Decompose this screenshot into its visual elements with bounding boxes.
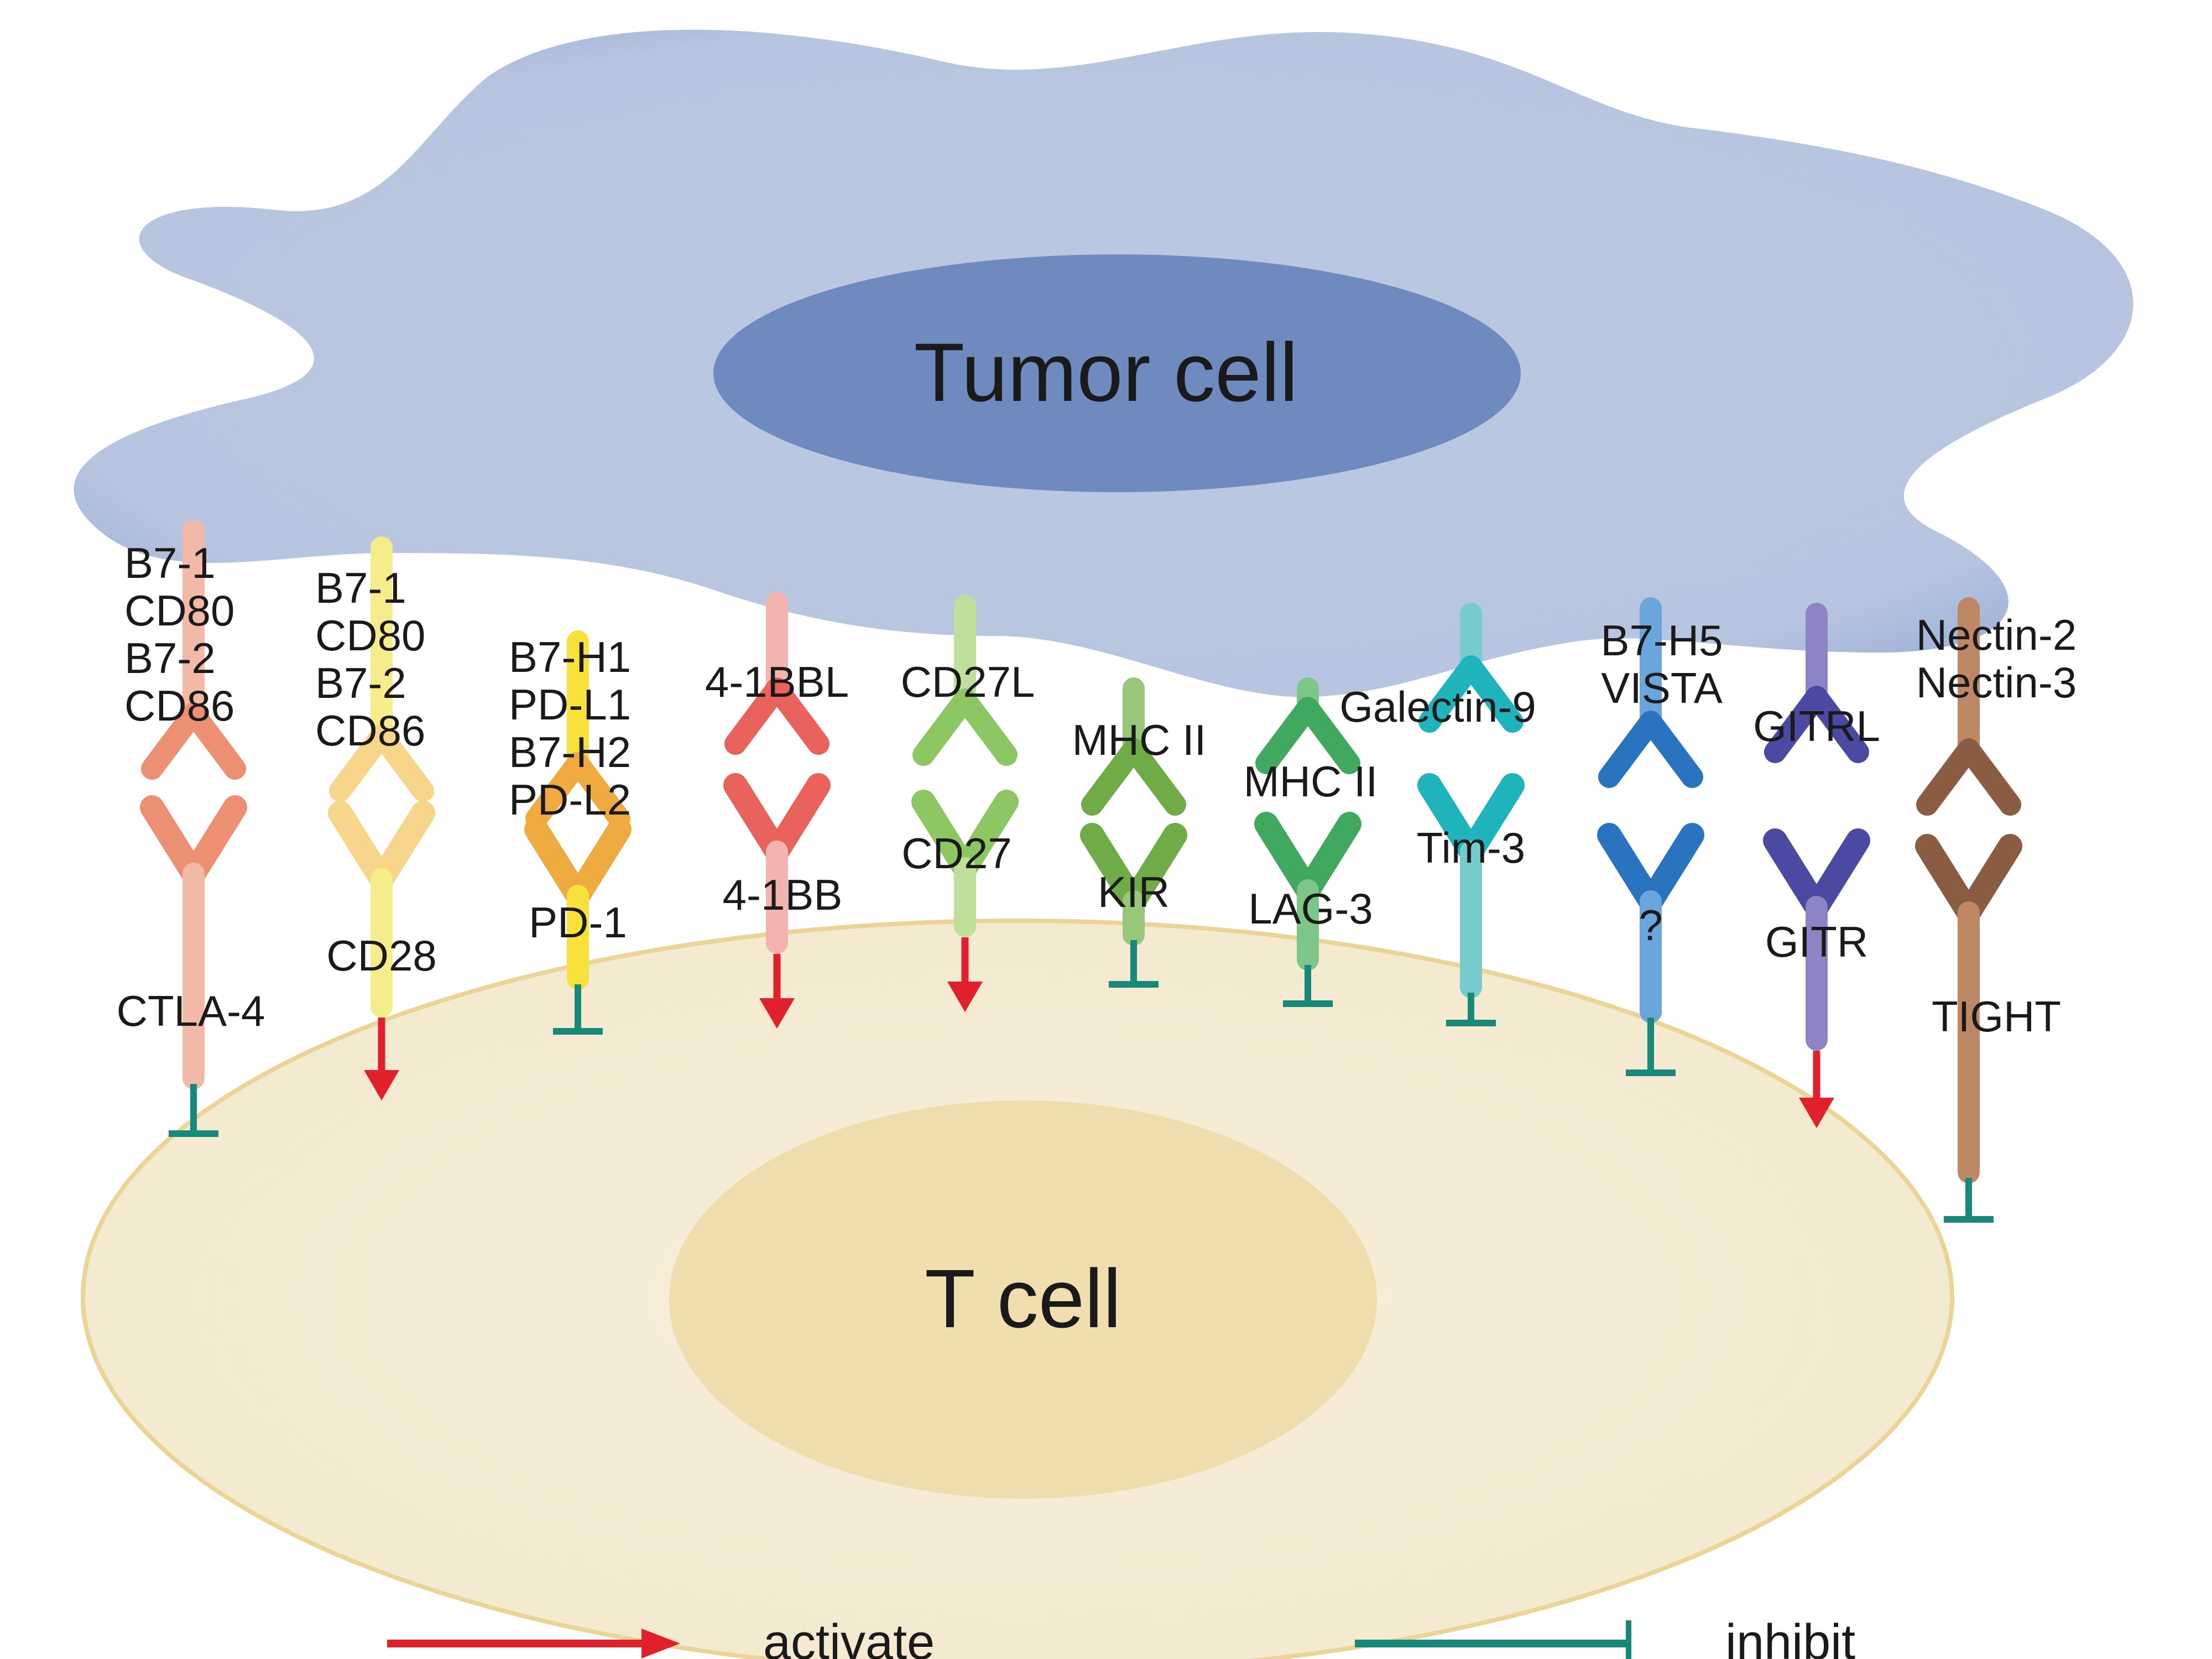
pair-cd27: CD27L CD27 — [901, 594, 1035, 1012]
receptor-label: CD27 — [901, 829, 1011, 878]
receptor-cd28 — [328, 801, 435, 1018]
legend: activate inhibit — [387, 1615, 1855, 1659]
ligand-receptor-pairs: B7-1CD80B7-2CD86CTLA-4B7-1CD80B7-2CD86CD… — [117, 520, 2077, 1223]
pair-lag3: MHC II LAG-3 — [1244, 677, 1378, 1007]
receptor-label: LAG-3 — [1248, 884, 1373, 933]
receptor-tigit — [1915, 834, 2022, 1183]
ligand-41bb — [724, 592, 830, 755]
activate-arrowhead-icon — [759, 998, 795, 1029]
pair-kir: MHC II KIR — [1072, 677, 1207, 988]
ligand-label: B7-1 — [124, 539, 216, 587]
ligand-label: Nectin-3 — [1916, 658, 2077, 707]
ligand-label: MHC II — [1244, 757, 1378, 806]
receptor-label: PD-1 — [529, 898, 627, 947]
receptor-vista — [1597, 823, 1704, 1023]
ligand-tigit — [1916, 597, 2021, 816]
ligand-label: B7-H5 — [1600, 616, 1723, 665]
ligand-label: CD86 — [124, 681, 234, 730]
t-cell-label: T cell — [925, 1252, 1121, 1345]
receptor-label: Tim-3 — [1417, 823, 1525, 872]
receptor-label: GITR — [1765, 917, 1868, 966]
ligand-label: B7-2 — [315, 659, 406, 707]
ligand-label: VISTA — [1601, 664, 1723, 712]
ligand-fork — [1764, 686, 1869, 763]
ligand-fork — [525, 752, 630, 830]
ligand-vista — [1598, 597, 1703, 788]
ligand-label: GITRL — [1753, 702, 1880, 750]
receptor-label: 4-1BB — [723, 870, 843, 919]
ligand-fork — [1598, 711, 1703, 788]
receptor-lag3 — [1254, 812, 1361, 971]
ligand-fork — [912, 688, 1018, 766]
activate-arrowhead-icon — [1799, 1098, 1834, 1128]
receptor-cd27 — [911, 790, 1019, 937]
ligand-label: MHC II — [1072, 716, 1207, 764]
ligand-ctla4 — [141, 520, 246, 780]
legend-activate-label: activate — [763, 1615, 935, 1659]
receptor-label: CTLA-4 — [117, 987, 265, 1035]
ligand-fork — [1255, 697, 1360, 774]
ligand-fork — [1916, 738, 2021, 816]
receptor-gitr — [1763, 828, 1870, 1051]
ligand-label: B7-H1 — [509, 633, 631, 681]
ligand-gitr — [1764, 603, 1869, 763]
ligand-label: CD86 — [315, 706, 425, 755]
receptor-ctla4 — [140, 795, 247, 1089]
pair-41bb: 4-1BBL 4-1BB — [705, 592, 849, 1029]
receptor-label: ? — [1639, 901, 1662, 950]
ligand-label: B7-2 — [124, 634, 216, 682]
ligand-label: CD80 — [124, 586, 234, 635]
ligand-label: CD80 — [315, 611, 425, 660]
ligand-fork — [1418, 655, 1524, 733]
receptor-label: CD28 — [326, 931, 436, 980]
receptor-pd1 — [524, 817, 632, 990]
receptor-kir — [1080, 823, 1187, 946]
tumor-cell: Tumor cell — [74, 29, 2133, 697]
ligand-label: Galectin-9 — [1339, 682, 1536, 731]
ligand-label: PD-L1 — [509, 680, 631, 729]
ligand-fork — [724, 677, 830, 755]
ligand-label: PD-L2 — [509, 775, 631, 824]
ligand-fork — [329, 724, 434, 802]
receptor-label: TIGHT — [1932, 992, 2061, 1041]
ligand-fork — [1081, 738, 1186, 816]
t-cell-nucleus — [669, 1100, 1377, 1499]
ligand-label: Nectin-2 — [1916, 611, 2077, 659]
activate-arrowhead-icon — [641, 1629, 680, 1658]
ligand-kir — [1081, 677, 1186, 816]
receptor-label: KIR — [1098, 868, 1170, 916]
ligand-pd1 — [525, 630, 630, 830]
ligand-tim3 — [1418, 603, 1524, 733]
ligand-label: CD27L — [901, 658, 1035, 706]
activate-arrowhead-icon — [947, 982, 983, 1012]
ligand-fork — [141, 702, 246, 780]
legend-inhibit: inhibit — [1355, 1615, 1855, 1659]
ligand-cd27 — [912, 594, 1018, 766]
receptor-tim3 — [1417, 773, 1525, 998]
ligand-lag3 — [1255, 677, 1360, 774]
tumor-cell-label: Tumor cell — [914, 326, 1298, 419]
ligand-label: B7-H2 — [509, 728, 631, 776]
tumor-cell-nucleus — [713, 254, 1521, 492]
activate-arrowhead-icon — [364, 1070, 399, 1100]
t-cell: T cell — [81, 919, 1954, 1659]
receptor-41bb — [723, 773, 831, 954]
ligand-label: 4-1BBL — [705, 658, 849, 706]
legend-activate: activate — [387, 1615, 935, 1659]
pair-gitr: GITRL GITR — [1753, 603, 1880, 1128]
ligand-label: B7-1 — [315, 564, 406, 612]
ligand-cd28 — [329, 536, 434, 802]
legend-inhibit-label: inhibit — [1725, 1615, 1855, 1659]
